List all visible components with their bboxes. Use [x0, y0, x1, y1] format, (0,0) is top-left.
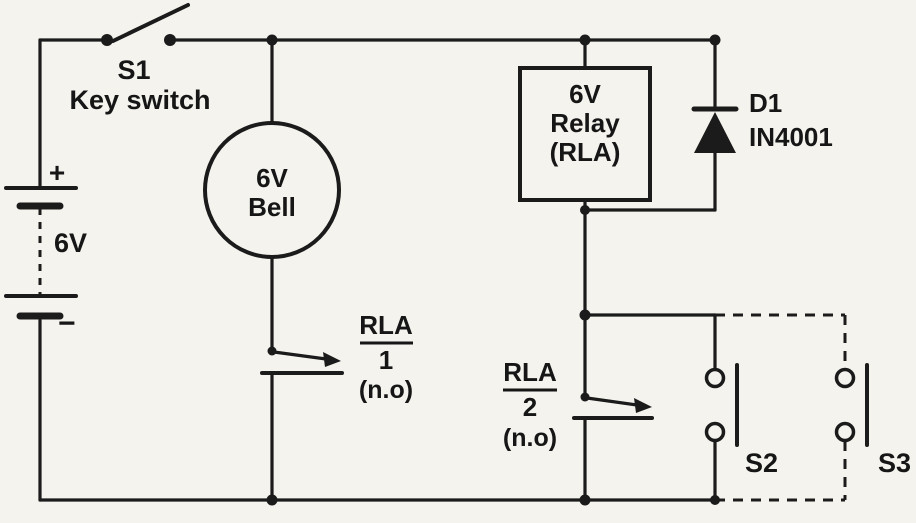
- relay-outline: [518, 66, 652, 202]
- rla1-contact: RLA 1 (n.o): [260, 310, 413, 404]
- rla1-arrowhead-icon: [323, 352, 341, 367]
- rla1-state-label: (n.o): [359, 376, 413, 404]
- diode-symbol: D1 IN4001: [691, 88, 833, 153]
- relay-coil-box: 6V Relay (RLA): [518, 66, 652, 202]
- junction-dot: [580, 205, 590, 215]
- rla2-name-label: RLA: [503, 357, 557, 387]
- rla1-number-label: 1: [379, 345, 393, 375]
- s1-terminal-left: [101, 34, 113, 46]
- s2-contact-top: [704, 367, 726, 389]
- s3-contact-top: [834, 367, 856, 389]
- relay-ref-label: (RLA): [550, 137, 621, 167]
- s1-lever: [111, 3, 190, 43]
- s2-contact-bottom: [704, 421, 726, 443]
- relay-name-label: Relay: [550, 108, 620, 138]
- rla2-lever: [585, 396, 639, 407]
- junction-dot: [579, 34, 591, 46]
- d1-part-label: IN4001: [749, 122, 833, 152]
- junction-dot: [710, 495, 720, 505]
- s3-switch-symbol: S3: [834, 363, 911, 478]
- battery-plus-label: +: [49, 157, 65, 188]
- bell-voltage-label: 6V: [256, 163, 288, 193]
- key-switch-symbol: S1 Key switch: [69, 3, 211, 115]
- junction-dot: [709, 34, 721, 46]
- rla2-arrowhead-icon: [634, 398, 652, 413]
- wires: [38, 38, 717, 502]
- battery-voltage-label: 6V: [54, 228, 87, 258]
- s3-contact-bottom: [834, 421, 856, 443]
- rla1-name-label: RLA: [359, 310, 413, 340]
- s1-label: S1: [117, 55, 150, 85]
- dashed-wires: [715, 313, 847, 502]
- s1-desc-label: Key switch: [69, 85, 210, 115]
- junction-dot: [579, 309, 591, 321]
- junction-dots: [266, 34, 721, 506]
- junction-dot: [579, 494, 591, 506]
- rla2-state-label: (n.o): [503, 424, 557, 452]
- battery-minus-label: −: [58, 307, 76, 340]
- bell-name-label: Bell: [248, 192, 296, 222]
- junction-dot: [266, 34, 278, 46]
- battery-symbol: + 6V −: [4, 157, 87, 340]
- rla1-lever: [272, 350, 328, 361]
- s3-label: S3: [878, 448, 911, 478]
- diode-triangle: [694, 112, 736, 153]
- junction-dot: [266, 494, 278, 506]
- s2-switch-symbol: S2: [704, 363, 778, 478]
- bell-circle: [203, 121, 341, 259]
- s1-terminal-right: [164, 34, 176, 46]
- d1-label: D1: [749, 88, 782, 118]
- bell-symbol: 6V Bell: [203, 121, 341, 259]
- rla2-contact: RLA 2 (n.o): [503, 357, 654, 452]
- s2-label: S2: [745, 448, 778, 478]
- relay-voltage-label: 6V: [569, 79, 601, 109]
- rla2-number-label: 2: [523, 392, 537, 422]
